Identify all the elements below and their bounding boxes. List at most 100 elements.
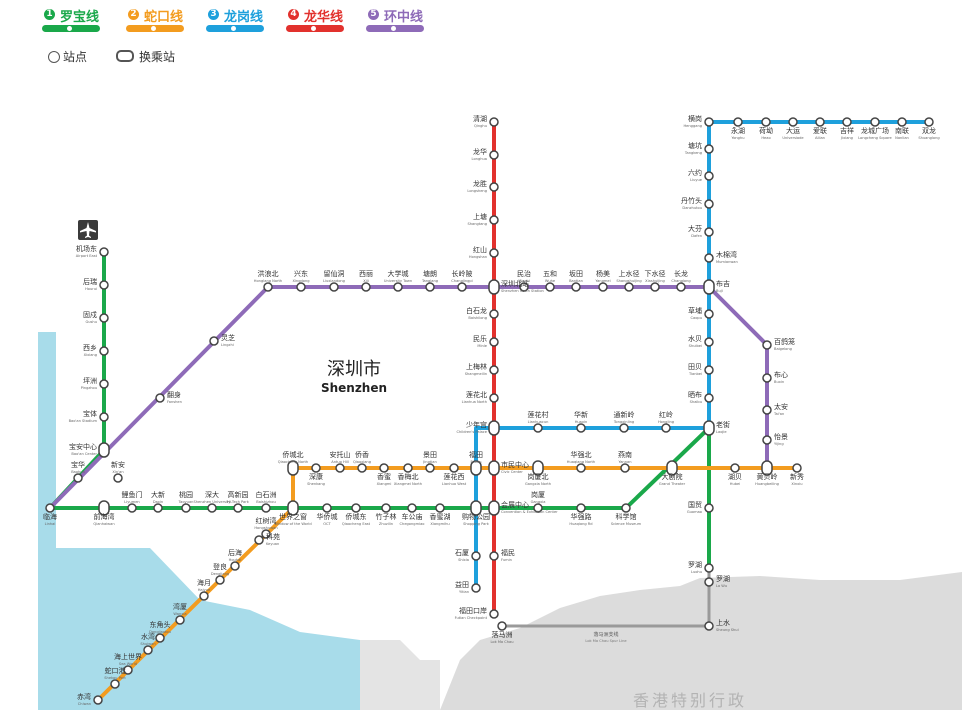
station-marker[interactable]	[762, 405, 772, 415]
station-marker[interactable]	[215, 575, 225, 585]
station-marker[interactable]	[489, 248, 499, 258]
transfer-station-marker[interactable]	[287, 460, 299, 476]
transfer-station-marker[interactable]	[488, 279, 500, 295]
station-marker[interactable]	[704, 337, 714, 347]
station-marker[interactable]	[924, 117, 934, 127]
station-marker[interactable]	[676, 282, 686, 292]
station-marker[interactable]	[261, 529, 271, 539]
transfer-station-marker[interactable]	[703, 420, 715, 436]
transfer-station-marker[interactable]	[98, 442, 110, 458]
station-marker[interactable]	[296, 282, 306, 292]
station-marker[interactable]	[704, 621, 714, 631]
station-marker[interactable]	[519, 282, 529, 292]
station-marker[interactable]	[254, 535, 264, 545]
station-marker[interactable]	[489, 150, 499, 160]
station-marker[interactable]	[497, 621, 507, 631]
station-marker[interactable]	[620, 463, 630, 473]
station-marker[interactable]	[181, 503, 191, 513]
station-marker[interactable]	[199, 591, 209, 601]
transfer-station-marker[interactable]	[761, 460, 773, 476]
station-marker[interactable]	[99, 313, 109, 323]
station-marker[interactable]	[263, 282, 273, 292]
station-marker[interactable]	[435, 503, 445, 513]
station-marker[interactable]	[233, 503, 243, 513]
station-marker[interactable]	[704, 577, 714, 587]
station-marker[interactable]	[619, 423, 629, 433]
station-marker[interactable]	[471, 583, 481, 593]
station-marker[interactable]	[598, 282, 608, 292]
station-marker[interactable]	[704, 199, 714, 209]
transfer-station-marker[interactable]	[703, 279, 715, 295]
station-marker[interactable]	[489, 365, 499, 375]
station-marker[interactable]	[576, 423, 586, 433]
station-marker[interactable]	[792, 463, 802, 473]
station-marker[interactable]	[704, 309, 714, 319]
station-marker[interactable]	[489, 215, 499, 225]
station-marker[interactable]	[704, 144, 714, 154]
station-marker[interactable]	[381, 503, 391, 513]
station-marker[interactable]	[110, 679, 120, 689]
station-marker[interactable]	[99, 346, 109, 356]
station-marker[interactable]	[661, 423, 671, 433]
station-marker[interactable]	[449, 463, 459, 473]
station-marker[interactable]	[425, 282, 435, 292]
station-marker[interactable]	[113, 473, 123, 483]
station-marker[interactable]	[730, 463, 740, 473]
station-marker[interactable]	[471, 551, 481, 561]
station-marker[interactable]	[99, 247, 109, 257]
station-marker[interactable]	[704, 365, 714, 375]
station-marker[interactable]	[704, 253, 714, 263]
station-marker[interactable]	[489, 117, 499, 127]
station-marker[interactable]	[489, 182, 499, 192]
station-marker[interactable]	[155, 393, 165, 403]
station-marker[interactable]	[207, 503, 217, 513]
station-marker[interactable]	[489, 393, 499, 403]
station-marker[interactable]	[99, 379, 109, 389]
transfer-station-marker[interactable]	[488, 420, 500, 436]
station-marker[interactable]	[650, 282, 660, 292]
station-marker[interactable]	[576, 463, 586, 473]
transfer-station-marker[interactable]	[532, 460, 544, 476]
station-marker[interactable]	[393, 282, 403, 292]
station-marker[interactable]	[175, 615, 185, 625]
station-marker[interactable]	[322, 503, 332, 513]
station-marker[interactable]	[897, 117, 907, 127]
transfer-station-marker[interactable]	[470, 460, 482, 476]
station-marker[interactable]	[361, 282, 371, 292]
station-marker[interactable]	[357, 463, 367, 473]
station-marker[interactable]	[73, 473, 83, 483]
station-marker[interactable]	[230, 561, 240, 571]
station-marker[interactable]	[621, 503, 631, 513]
station-marker[interactable]	[155, 633, 165, 643]
transfer-station-marker[interactable]	[488, 460, 500, 476]
transfer-station-marker[interactable]	[470, 500, 482, 516]
station-marker[interactable]	[143, 645, 153, 655]
transfer-station-marker[interactable]	[488, 500, 500, 516]
station-marker[interactable]	[704, 503, 714, 513]
station-marker[interactable]	[624, 282, 634, 292]
station-marker[interactable]	[311, 463, 321, 473]
station-marker[interactable]	[704, 227, 714, 237]
station-marker[interactable]	[99, 412, 109, 422]
station-marker[interactable]	[123, 665, 133, 675]
station-marker[interactable]	[704, 171, 714, 181]
station-marker[interactable]	[329, 282, 339, 292]
station-marker[interactable]	[842, 117, 852, 127]
station-marker[interactable]	[93, 695, 103, 705]
station-marker[interactable]	[870, 117, 880, 127]
station-marker[interactable]	[407, 503, 417, 513]
station-marker[interactable]	[571, 282, 581, 292]
station-marker[interactable]	[704, 117, 714, 127]
station-marker[interactable]	[762, 340, 772, 350]
station-marker[interactable]	[45, 503, 55, 513]
station-marker[interactable]	[489, 609, 499, 619]
station-marker[interactable]	[533, 503, 543, 513]
station-marker[interactable]	[403, 463, 413, 473]
station-marker[interactable]	[788, 117, 798, 127]
station-marker[interactable]	[457, 282, 467, 292]
station-marker[interactable]	[209, 336, 219, 346]
station-marker[interactable]	[335, 463, 345, 473]
station-marker[interactable]	[576, 503, 586, 513]
transfer-station-marker[interactable]	[287, 500, 299, 516]
station-marker[interactable]	[762, 373, 772, 383]
